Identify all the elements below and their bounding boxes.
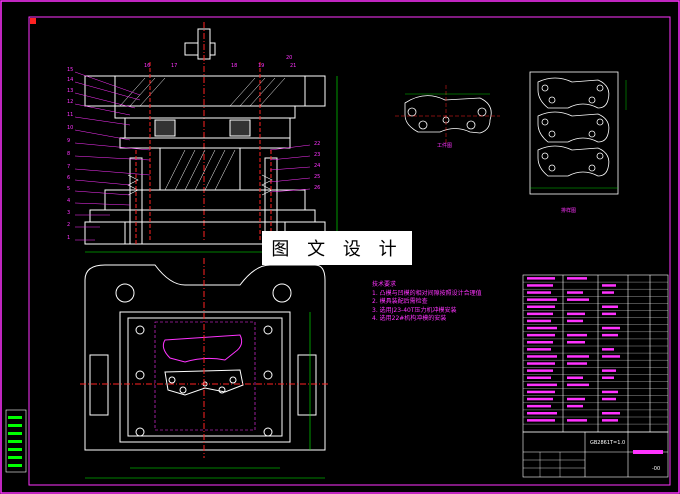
part-number-1: 1 bbox=[67, 235, 71, 241]
parts-cell-mark bbox=[567, 291, 583, 294]
part-number-23: 23 bbox=[314, 152, 321, 158]
parts-cell-mark bbox=[602, 312, 616, 316]
part-number-8: 8 bbox=[67, 151, 71, 157]
part-number-25: 25 bbox=[314, 174, 321, 180]
parts-cell-mark bbox=[527, 326, 557, 330]
drawing-number: -00 bbox=[652, 466, 661, 472]
parts-cell-mark bbox=[567, 362, 587, 365]
parts-cell-mark bbox=[527, 341, 553, 344]
part-number-14: 14 bbox=[67, 77, 74, 83]
parts-cell-mark bbox=[602, 355, 620, 358]
parts-cell-mark bbox=[567, 383, 589, 387]
parts-cell-mark bbox=[602, 333, 618, 337]
parts-cell-mark bbox=[602, 326, 620, 330]
parts-cell-mark bbox=[527, 362, 555, 365]
parts-cell-mark bbox=[602, 348, 614, 351]
part-number-17: 17 bbox=[171, 63, 178, 69]
part-number-13: 13 bbox=[67, 88, 74, 94]
watermark: 图 文 设 计 bbox=[262, 231, 412, 265]
tech-requirement-2: 2. 模具装配后需检查 bbox=[372, 298, 428, 306]
parts-cell-mark bbox=[567, 397, 585, 401]
parts-cell-mark bbox=[602, 305, 618, 308]
parts-cell-mark bbox=[567, 376, 583, 379]
parts-cell-mark bbox=[567, 277, 587, 280]
part-number-2: 2 bbox=[67, 222, 71, 228]
parts-cell-mark bbox=[567, 341, 585, 344]
parts-cell-mark bbox=[527, 298, 557, 301]
parts-cell-mark bbox=[602, 397, 616, 401]
part-number-7: 7 bbox=[67, 164, 71, 170]
part-number-18: 18 bbox=[231, 63, 238, 69]
parts-cell-mark bbox=[567, 419, 587, 422]
parts-cell-mark bbox=[527, 404, 551, 408]
parts-cell-mark bbox=[527, 277, 555, 280]
parts-cell-mark bbox=[527, 355, 557, 358]
parts-cell-mark bbox=[567, 298, 589, 301]
parts-cell-mark bbox=[527, 291, 551, 294]
parts-cell-mark bbox=[567, 333, 587, 337]
part-number-20: 20 bbox=[286, 55, 293, 61]
parts-cell-mark bbox=[527, 319, 551, 323]
frame-corner-mark bbox=[30, 18, 36, 24]
part-number-22: 22 bbox=[314, 141, 321, 147]
part-number-16: 16 bbox=[144, 63, 151, 69]
parts-cell-mark bbox=[602, 412, 620, 415]
parts-cell-mark bbox=[527, 419, 555, 422]
plan-view bbox=[80, 258, 330, 479]
parts-cell-mark bbox=[602, 284, 616, 287]
part-number-24: 24 bbox=[314, 163, 321, 169]
strip-layout-label: 排样图 bbox=[561, 208, 577, 214]
tech-requirements-title: 技术要求 bbox=[372, 281, 397, 288]
strip-layout-view bbox=[529, 71, 627, 195]
part-number-4: 4 bbox=[67, 198, 71, 204]
parts-cell-mark bbox=[602, 419, 618, 422]
part-number-9: 9 bbox=[67, 138, 71, 144]
parts-cell-mark bbox=[527, 412, 557, 415]
workpiece-view bbox=[395, 85, 500, 145]
parts-cell-mark bbox=[567, 319, 583, 323]
workpiece-label: 工件图 bbox=[437, 143, 453, 149]
revision-block bbox=[5, 409, 27, 473]
parts-cell-mark bbox=[567, 355, 589, 358]
technical-requirements: 技术要求 1. 凸模与凹模的相对间隙按照设计合理值 2. 模具装配后需检查 3.… bbox=[372, 281, 482, 324]
part-number-26: 26 bbox=[314, 185, 321, 191]
parts-cell-mark bbox=[527, 312, 553, 316]
section-view bbox=[74, 22, 338, 253]
parts-list-table bbox=[522, 274, 669, 433]
part-number-19: 19 bbox=[258, 63, 265, 69]
parts-cell-mark bbox=[527, 284, 553, 287]
parts-cell-mark bbox=[527, 333, 555, 337]
part-number-5: 5 bbox=[67, 186, 71, 192]
part-number-11: 11 bbox=[67, 112, 74, 118]
parts-cell-mark bbox=[567, 404, 583, 408]
part-number-10: 10 bbox=[67, 125, 74, 131]
parts-cell-mark bbox=[602, 376, 614, 379]
parts-cell-mark bbox=[527, 390, 555, 394]
part-number-6: 6 bbox=[67, 175, 71, 181]
tech-requirement-4: 4. 选用22#机构冲模的安装 bbox=[372, 315, 447, 323]
parts-cell-mark bbox=[602, 390, 618, 394]
part-number-15: 15 bbox=[67, 67, 74, 73]
part-number-12: 12 bbox=[67, 99, 74, 105]
part-number-21: 21 bbox=[290, 63, 297, 69]
parts-cell-mark bbox=[527, 397, 553, 401]
parts-cell-mark bbox=[527, 383, 557, 387]
parts-cell-mark bbox=[527, 369, 553, 372]
parts-cell-mark bbox=[527, 376, 551, 379]
title-code-2: T=1.0 bbox=[610, 440, 626, 446]
title-code-1: GB2861 bbox=[590, 440, 611, 446]
parts-cell-mark bbox=[527, 348, 551, 351]
parts-cell-mark bbox=[602, 369, 616, 372]
tech-requirement-3: 3. 选用J23-40T压力机冲模安装 bbox=[372, 306, 457, 314]
parts-cell-mark bbox=[527, 305, 555, 308]
parts-cell-mark bbox=[602, 291, 614, 294]
drawing-frame bbox=[28, 16, 671, 486]
parts-cell-mark bbox=[567, 312, 585, 316]
tech-requirement-1: 1. 凸模与凹模的相对间隙按照设计合理值 bbox=[372, 289, 482, 297]
part-number-3: 3 bbox=[67, 210, 71, 216]
title-block bbox=[522, 431, 669, 478]
